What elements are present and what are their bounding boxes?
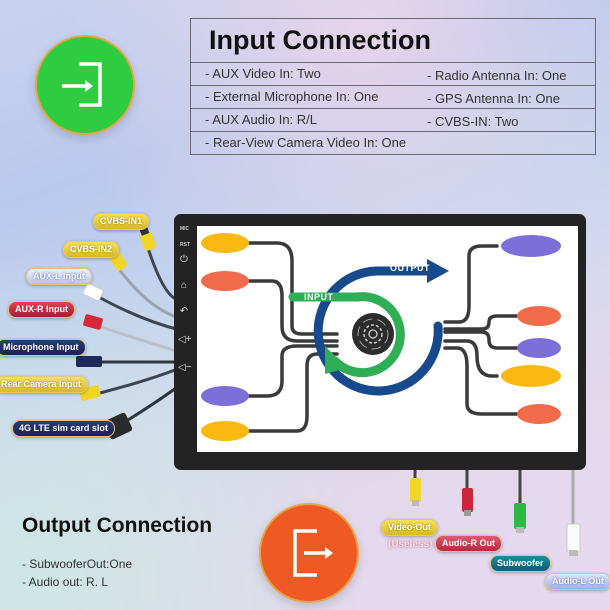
back-icon[interactable]: ↶ <box>179 306 189 317</box>
volume-up-icon[interactable]: ◁+ <box>178 334 192 345</box>
tablet-screen: OUTPUT INPUT <box>197 226 578 452</box>
output-node <box>517 306 561 326</box>
input-title-cell: Input Connection <box>191 19 595 63</box>
input-item: - CVBS-IN: Two <box>427 114 519 129</box>
output-node <box>517 404 561 424</box>
cable-sim <box>126 383 182 422</box>
input-node <box>201 386 249 406</box>
input-item: - GPS Antenna In: One <box>427 91 560 106</box>
input-row: - Rear-View Camera Video In: One <box>191 132 595 155</box>
enter-icon <box>62 62 102 107</box>
output-flow-label: OUTPUT <box>390 263 430 273</box>
label-audio-l-out: Audio-L Out <box>545 573 610 590</box>
input-row: - AUX Audio In: R/L - CVBS-IN: Two <box>191 109 595 132</box>
audio-r-plug <box>462 488 473 512</box>
io-diagram <box>201 233 561 441</box>
output-connectors <box>410 478 581 556</box>
output-arrow <box>427 259 449 283</box>
cable-aux-l <box>93 293 182 332</box>
video-out-note: (Useless) <box>388 539 433 550</box>
input-node <box>201 233 249 253</box>
input-item: - AUX Video In: Two <box>205 66 321 81</box>
input-item: - AUX Audio In: R/L <box>205 112 318 127</box>
output-node <box>517 338 561 358</box>
input-flow-label: INPUT <box>304 292 334 302</box>
label-microphone-input: Microphone Input <box>0 339 86 356</box>
output-flow-ring <box>313 266 443 396</box>
input-connection-title: Input Connection <box>209 25 431 55</box>
input-arrow <box>325 346 347 374</box>
input-connection-table: Input Connection - AUX Video In: Two - R… <box>190 18 596 155</box>
input-node <box>201 271 249 291</box>
input-row: - AUX Video In: Two - Radio Antenna In: … <box>191 63 595 86</box>
input-flow-ring <box>288 292 405 378</box>
volume-down-icon[interactable]: ◁− <box>178 362 192 373</box>
input-connectors <box>76 227 157 440</box>
head-unit-tablet: MIC RST ⏻ ⌂ ↶ ◁+ ◁− <box>174 214 586 470</box>
cable-rear-camera <box>98 366 182 395</box>
output-node <box>501 365 561 387</box>
output-connection-title: Output Connection <box>22 514 213 537</box>
input-item: - External Microphone In: One <box>205 89 379 104</box>
mic-label: MIC <box>180 226 190 232</box>
home-icon[interactable]: ⌂ <box>180 280 188 291</box>
input-row: - External Microphone In: One - GPS Ante… <box>191 86 595 109</box>
cable-aux-r <box>93 323 182 354</box>
output-item: - Audio out: R. L <box>22 575 109 589</box>
output-badge <box>259 503 359 603</box>
label-subwoofer: Subwoofer <box>490 555 551 572</box>
input-item: - Rear-View Camera Video In: One <box>205 135 407 150</box>
rst-label: RST <box>180 242 190 248</box>
input-node <box>201 421 249 441</box>
label-cvbs-in1: CVBS-IN1 <box>93 213 150 230</box>
exit-icon <box>293 529 333 577</box>
subwoofer-plug <box>514 503 526 529</box>
video-out-plug <box>410 478 421 502</box>
input-item: - Radio Antenna In: One <box>427 68 567 83</box>
cable-cvbs-in2 <box>116 266 182 320</box>
output-node <box>501 235 561 257</box>
label-aux-r-input: AUX-R Input <box>8 301 75 318</box>
label-aux-l-input: AUX-L Input <box>26 268 92 285</box>
input-badge <box>35 35 135 135</box>
output-item: - SubwooferOut:One <box>22 557 133 571</box>
label-audio-r-out: Audio-R Out <box>435 535 502 552</box>
audio-l-plug <box>566 523 581 553</box>
power-icon[interactable]: ⏻ <box>180 254 188 265</box>
label-rear-camera-input: Rear Camera Input <box>0 376 89 393</box>
label-cvbs-in2: CVBS-IN2 <box>63 241 120 258</box>
label-video-out: Video-Out <box>381 519 438 536</box>
label-4g-sim-slot: 4G LTE sim card slot <box>12 420 115 437</box>
